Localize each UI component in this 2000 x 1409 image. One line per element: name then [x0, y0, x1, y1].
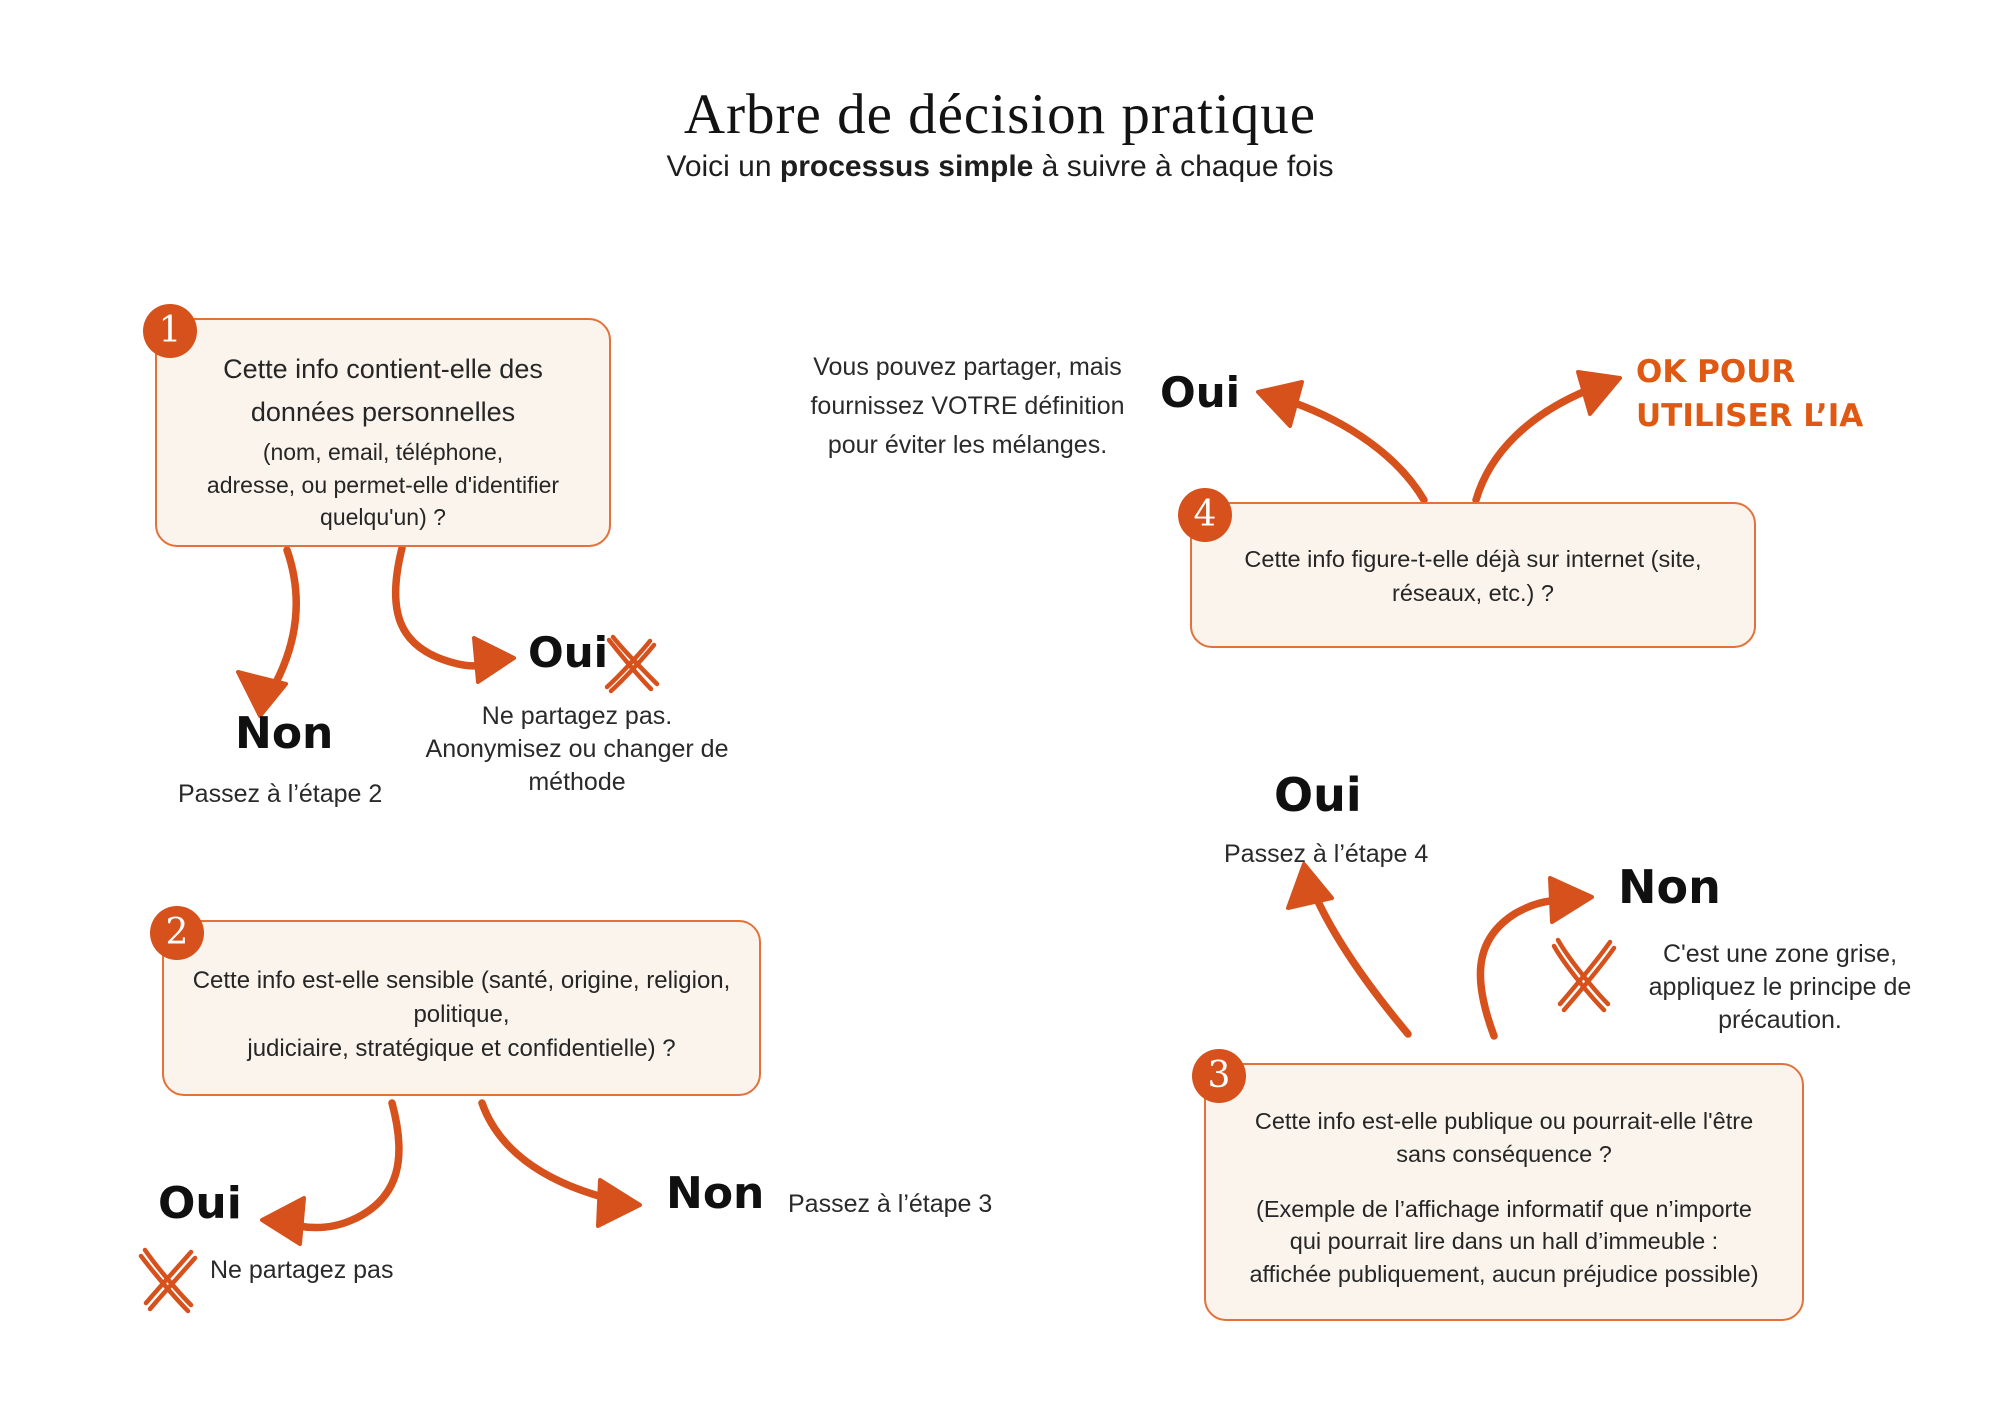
arrow-step2-to-oui-icon	[260, 1099, 403, 1246]
x-mark-step2-icon	[138, 1247, 198, 1314]
ok-pour-utiliser-ia-label: OK POUR UTILISER L’IA	[1636, 354, 1864, 435]
step1-question-main: Cette info contient-elle des données per…	[223, 354, 543, 428]
step3-number-badge: 3	[1192, 1049, 1246, 1103]
step2-oui-note: Ne partagez pas	[210, 1256, 394, 1284]
subtitle-prefix: Voici un	[666, 150, 780, 183]
arrow-step4-to-ok-icon	[1472, 370, 1622, 504]
step3-non-note: C'est une zone grise, appliquez le princ…	[1648, 940, 1912, 1034]
step4-oui-note: Vous pouvez partager, mais fournissez VO…	[810, 353, 1125, 459]
page-subtitle: Voici un processus simple à suivre à cha…	[0, 150, 2000, 184]
step2-box: 2 Cette info est-elle sensible (santé, o…	[150, 906, 761, 1096]
step1-box: 1 Cette info contient-elle des données p…	[143, 304, 611, 547]
arrow-step3-to-non-icon	[1476, 876, 1594, 1040]
step3-box: 3 Cette info est-elle publique ou pourra…	[1192, 1049, 1804, 1321]
step1-oui-note: Ne partagez pas. Anonymisez ou changer d…	[425, 702, 729, 796]
step3-oui-note: Passez à l’étape 4	[1224, 840, 1429, 868]
step3-oui-label: Oui	[1274, 768, 1362, 822]
step3-example: (Exemple de l’affichage informatif que n…	[1249, 1196, 1759, 1287]
step1-question-detail: (nom, email, téléphone, adresse, ou perm…	[206, 439, 560, 531]
step2-non-label: Non	[666, 1168, 765, 1219]
arrow-step2-to-non-icon	[478, 1099, 642, 1228]
step2-non-note: Passez à l’étape 3	[788, 1190, 993, 1218]
subtitle-bold: processus simple	[779, 150, 1034, 183]
step4-question: Cette info figure-t-elle déjà sur intern…	[1244, 546, 1702, 607]
step4-number-badge: 4	[1178, 488, 1232, 542]
step4-box: 4 Cette info figure-t-elle déjà sur inte…	[1178, 488, 1756, 648]
step2-oui-label: Oui	[158, 1178, 242, 1229]
step1-oui-label: Oui	[528, 628, 609, 677]
step3-non-label: Non	[1618, 860, 1721, 914]
arrow-step4-to-oui-icon	[1256, 380, 1428, 504]
step1-non-note: Passez à l’étape 2	[178, 780, 383, 808]
x-mark-step1-icon	[604, 634, 660, 694]
step4-oui-label: Oui	[1160, 368, 1241, 417]
page-title: Arbre de décision pratique	[683, 83, 1317, 146]
step2-number-badge: 2	[150, 906, 204, 960]
step2-question: Cette info est-elle sensible (santé, ori…	[192, 967, 731, 1063]
subtitle-suffix: à suivre à chaque fois	[1033, 150, 1334, 183]
step1-non-label: Non	[235, 708, 334, 759]
arrow-step1-to-non-icon	[236, 546, 300, 718]
arrow-step3-to-oui-icon	[1286, 862, 1412, 1038]
step1-number-badge: 1	[143, 304, 197, 358]
step3-question: Cette info est-elle publique ou pourrait…	[1254, 1108, 1754, 1167]
arrow-step1-to-oui-icon	[391, 544, 516, 684]
x-mark-step3-icon	[1551, 937, 1617, 1013]
